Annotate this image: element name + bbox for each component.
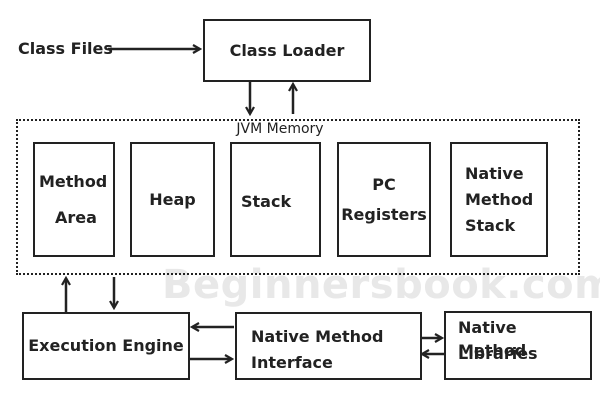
native-method-libraries-box: Native Method Libraries xyxy=(444,311,592,380)
heap-label: Heap xyxy=(149,189,196,209)
native-method-interface-line1: Native Method xyxy=(251,327,384,346)
native-method-libraries-line2: Libraries xyxy=(458,344,538,363)
pc-registers-box: PC Registers xyxy=(337,142,431,257)
native-method-interface-line2: Interface xyxy=(251,353,333,372)
method-area-box: Method Area xyxy=(33,142,115,257)
stack-box: Stack xyxy=(230,142,321,257)
method-area-line1: Method xyxy=(39,172,108,191)
execution-engine-box: Execution Engine xyxy=(22,312,190,380)
pc-registers-line1: PC xyxy=(372,175,396,195)
native-method-stack-line1: Native xyxy=(465,164,524,183)
method-area-line2: Area xyxy=(55,208,97,227)
native-method-stack-line2: Method xyxy=(465,190,534,209)
native-method-stack-line3: Stack xyxy=(465,216,516,235)
class-loader-box: Class Loader xyxy=(203,19,371,82)
native-method-interface-box: Native Method Interface xyxy=(235,312,422,380)
stack-label: Stack xyxy=(241,192,292,211)
native-method-libraries-line1: Native Method xyxy=(458,318,527,361)
class-loader-label: Class Loader xyxy=(229,40,345,60)
jvm-memory-region xyxy=(16,119,580,275)
jvm-memory-title: JVM Memory xyxy=(230,121,330,137)
pc-registers-line2: Registers xyxy=(341,204,427,224)
native-method-stack-box: Native Method Stack xyxy=(450,142,548,257)
execution-engine-label: Execution Engine xyxy=(28,336,184,356)
watermark: Beginnersbook.com xyxy=(162,262,600,308)
class-files-label: Class Files xyxy=(18,39,113,58)
heap-box: Heap xyxy=(130,142,215,257)
